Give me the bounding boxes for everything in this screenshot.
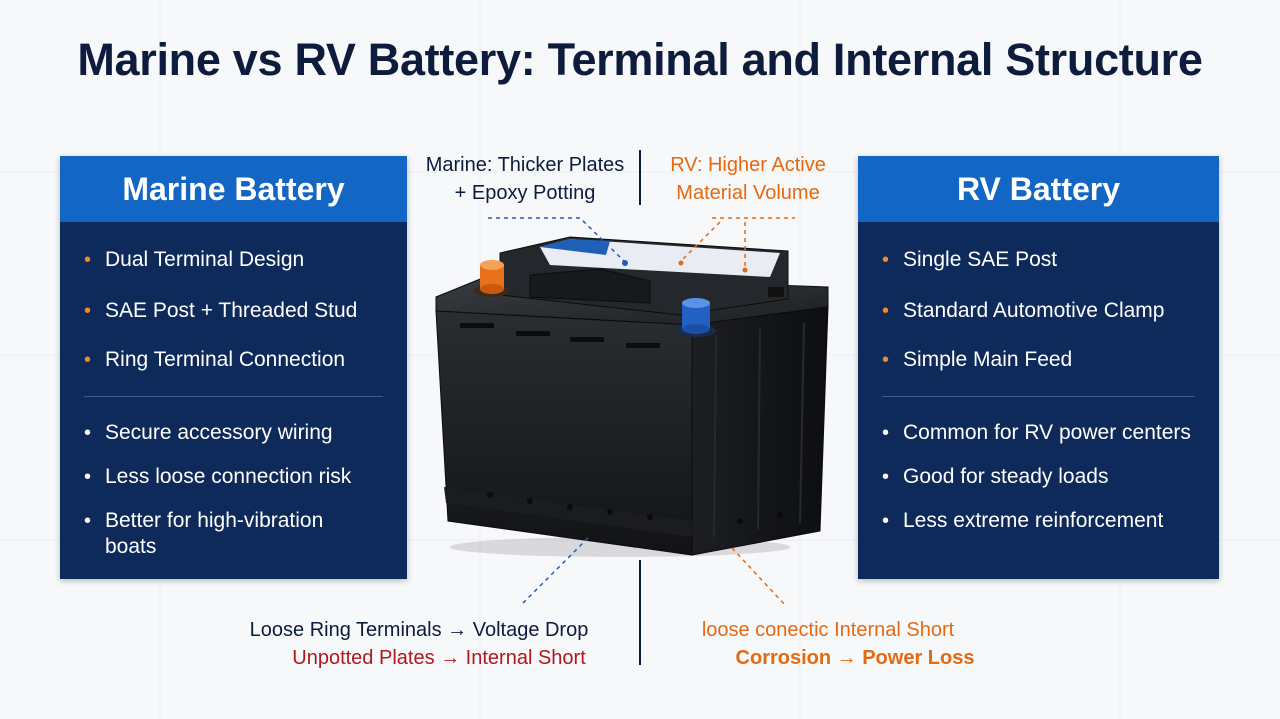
callout-line: Marine: Thicker Plates (425, 154, 625, 176)
list-item: •Better for high-vibration boats (84, 509, 324, 558)
marine-battery-panel: Marine Battery •Dual Terminal Design •SA… (60, 156, 407, 579)
rv-benefit-text: Good for steady loads (903, 465, 1109, 488)
list-item: •Dual Terminal Design (84, 248, 305, 271)
panel-separator (84, 396, 383, 397)
list-item: •Less extreme reinforcement (882, 509, 1164, 532)
list-item: •Single SAE Post (882, 248, 1058, 271)
rv-benefit-text: Less extreme reinforcement (903, 509, 1164, 532)
marine-feature-text: SAE Post + Threaded Stud (105, 299, 358, 322)
rv-feature-text: Standard Automotive Clamp (903, 299, 1165, 322)
marine-panel-heading: Marine Battery (60, 156, 407, 222)
marine-benefit-text: Less loose connection risk (105, 465, 352, 488)
blue-terminal (676, 298, 716, 337)
rv-internal-short-callout: loose conectiс Internal Short (701, 619, 955, 641)
marine-feature-text: Ring Terminal Connection (105, 348, 346, 371)
list-item: •Secure accessory wiring (84, 421, 333, 444)
battery-illustration (435, 236, 829, 557)
orange-terminal (474, 260, 510, 297)
list-item: •Simple Main Feed (882, 348, 1073, 371)
list-item: •SAE Post + Threaded Stud (84, 299, 358, 322)
center-divider-top (639, 150, 641, 205)
rv-power-loss-callout: Corrosion → Power Loss (735, 647, 975, 669)
rv-panel-heading: RV Battery (858, 156, 1219, 222)
rv-feature-text: Single SAE Post (903, 248, 1058, 271)
callout-line: Material Volume (676, 182, 820, 204)
marine-internal-short-callout: Unpotted Plates → Internal Short (292, 647, 586, 669)
list-item: •Good for steady loads (882, 465, 1109, 488)
list-item: •Standard Automotive Clamp (882, 299, 1165, 322)
page-title: Marine vs RV Battery: Terminal and Inter… (77, 34, 1203, 85)
rv-active-material-callout: RV: Higher Active Material Volume (648, 151, 848, 207)
list-item: •Less loose connection risk (84, 465, 352, 488)
callout-line: + Epoxy Potting (454, 182, 596, 204)
list-item: •Ring Terminal Connection (84, 348, 346, 371)
marine-voltage-drop-callout: Loose Ring Terminals → Voltage Drop (249, 619, 589, 641)
rv-benefit-text: Common for RV power centers (903, 421, 1191, 444)
marine-feature-text: Dual Terminal Design (105, 248, 305, 271)
rv-battery-panel: RV Battery •Single SAE Post •Standard Au… (858, 156, 1219, 579)
marine-plates-callout: Marine: Thicker Plates + Epoxy Potting (412, 151, 638, 207)
center-divider-bottom (639, 560, 641, 665)
list-item: •Common for RV power centers (882, 421, 1191, 444)
marine-benefit-text: Secure accessory wiring (105, 421, 333, 444)
marine-benefit-text: Better for high-vibration boats (105, 509, 324, 558)
panel-separator (882, 396, 1195, 397)
rv-feature-text: Simple Main Feed (903, 348, 1073, 371)
callout-line: RV: Higher Active (670, 154, 826, 176)
